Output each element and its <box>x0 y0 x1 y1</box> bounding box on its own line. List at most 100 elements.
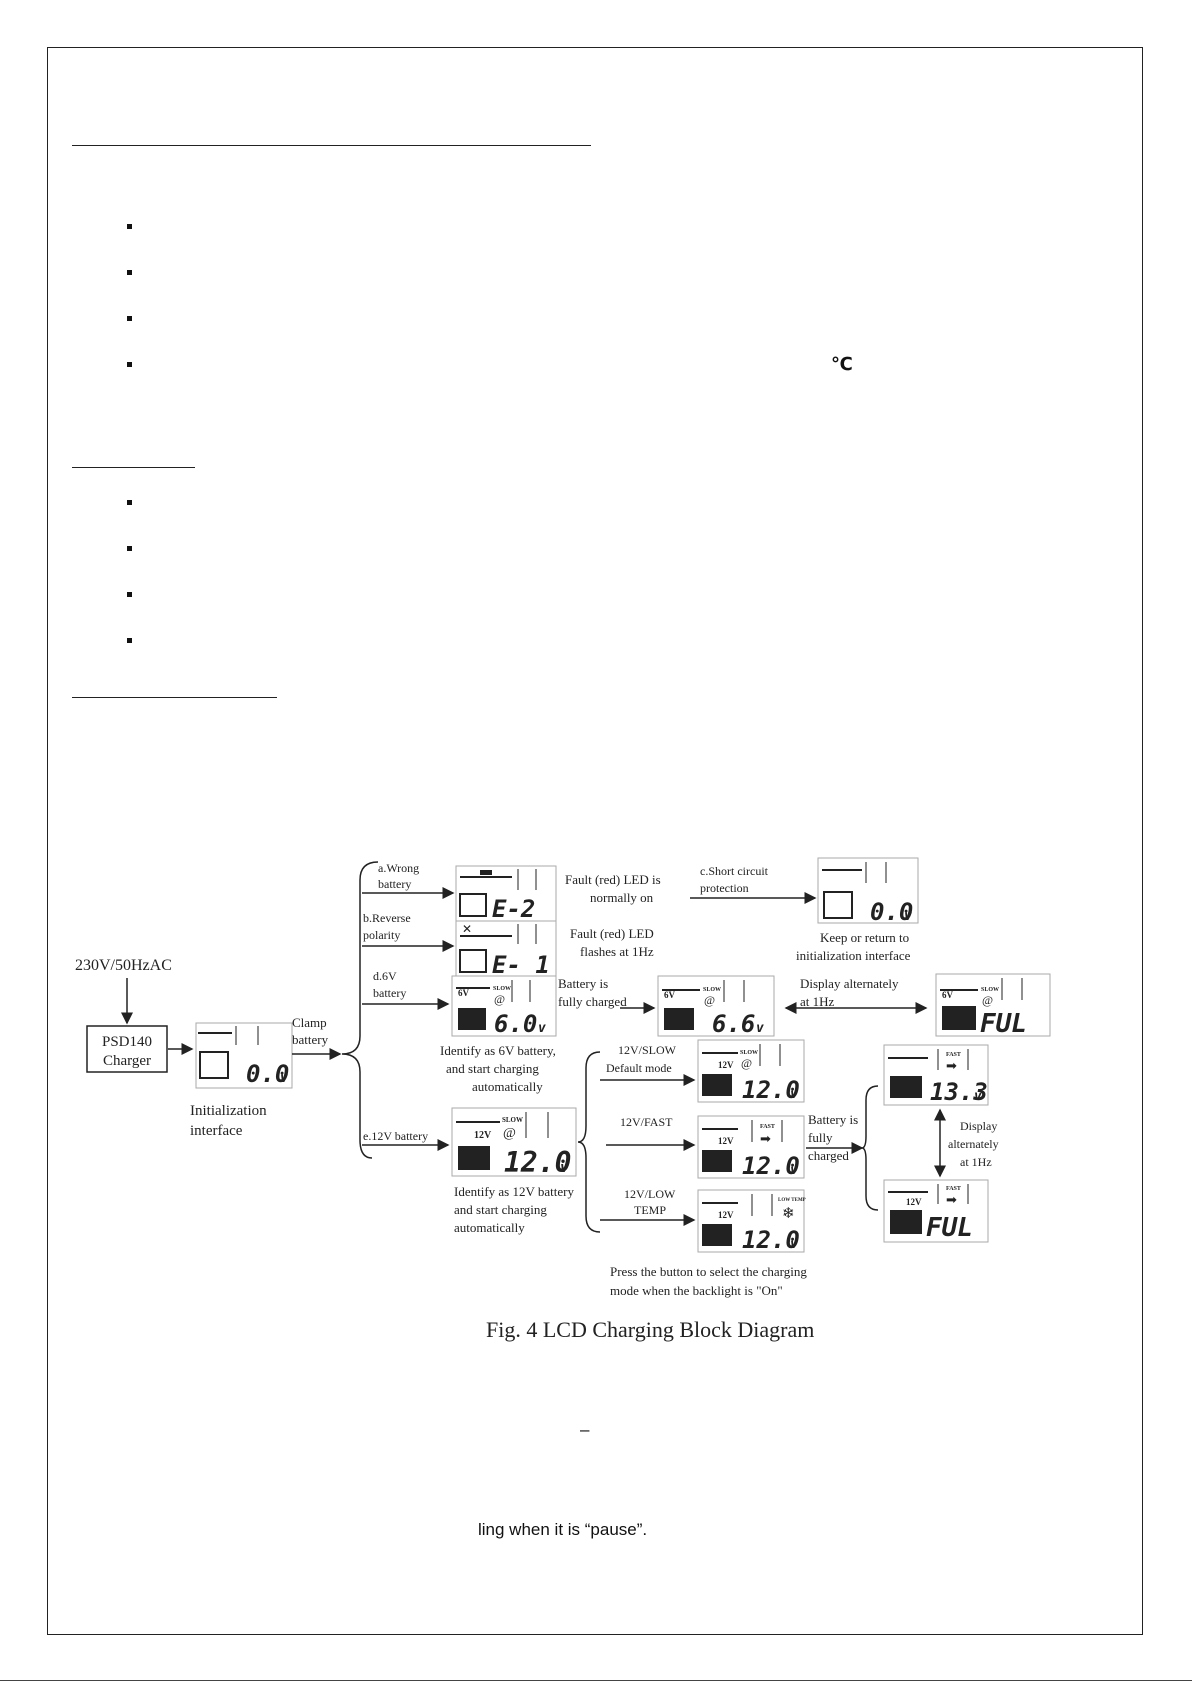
readout-12v-lowtemp: 12.0 <box>742 1226 800 1254</box>
snail-icon: @ <box>741 1056 752 1070</box>
ful-readout-6v: FUL <box>980 1009 1027 1039</box>
slow-label: SLOW <box>502 1116 523 1124</box>
rabbit-icon: ➡ <box>946 1192 957 1207</box>
tag-12v: 12V <box>474 1130 492 1141</box>
lcd-12v-full-voltage: FAST ➡ 13.3 v <box>883 1044 989 1106</box>
identify-12v-line1: Identify as 12V battery <box>454 1184 574 1199</box>
bullet-marker <box>127 500 132 505</box>
keep-return-line1: Keep or return to <box>820 930 909 945</box>
display-alt-line1: Display alternately <box>800 976 899 991</box>
tag-12v: 12V <box>718 1060 734 1070</box>
branch-b-line2: polarity <box>363 928 400 942</box>
snowflake-icon: ❄ <box>782 1206 795 1222</box>
lowtemp-label: LOW TEMP <box>778 1198 806 1203</box>
unit-v: v <box>790 1237 798 1252</box>
full-12v-line3: charged <box>808 1148 849 1163</box>
snail-icon: @ <box>982 993 993 1007</box>
tag-6v: 6V <box>458 988 470 998</box>
ful-readout-12v: FUL <box>926 1213 973 1243</box>
tag-6v: 6V <box>664 990 676 1000</box>
dash-fragment: – <box>580 1420 590 1439</box>
fault-on-line1: Fault (red) LED is <box>565 872 661 887</box>
mode-slow-line1: 12V/SLOW <box>618 1043 677 1057</box>
lcd-6v-full: 6V SLOW @ 6.6 v <box>657 975 775 1038</box>
page-frame <box>47 47 1143 1635</box>
short-circuit-readout: 0.0 <box>870 898 913 926</box>
reverse-x-icon: ✕ <box>462 922 472 936</box>
identify-12v-line2: and start charging <box>454 1202 547 1217</box>
press-button-line2: mode when the backlight is "On" <box>610 1283 783 1298</box>
lcd-6v-charging: 6V SLOW @ 6.0 v <box>451 975 557 1038</box>
tag-6v: 6V <box>942 990 954 1000</box>
fault-on-line2: normally on <box>590 890 654 905</box>
lcd-6v-ful: 6V SLOW @ FUL <box>935 973 1051 1039</box>
lcd-12v-slow: 12V SLOW @ 12.0 v <box>697 1039 805 1104</box>
error-e1-readout: E- 1 <box>492 951 550 979</box>
bullet-marker <box>127 546 132 551</box>
bullet-marker <box>127 638 132 643</box>
lcd-12v-ful: 12V FAST ➡ FUL <box>883 1179 989 1243</box>
init-label-line1: Initialization <box>190 1103 267 1119</box>
slow-label: SLOW <box>493 986 511 992</box>
power-input-label: 230V/50HzAC <box>75 957 172 974</box>
lcd-wrong-battery: E-2 <box>455 865 557 923</box>
section-rule-3 <box>72 697 277 698</box>
mode-low-line1: 12V/LOW <box>624 1187 676 1201</box>
unit-v: v <box>560 1160 569 1176</box>
footer-text-fragment: ling when it is “pause”. <box>478 1520 648 1539</box>
keep-return-line2: initialization interface <box>796 948 911 963</box>
clamp-label-line2: battery <box>292 1032 329 1047</box>
clamp-label-line1: Clamp <box>292 1015 327 1030</box>
unit-v: v <box>904 909 912 924</box>
readout-12v-slow: 12.0 <box>742 1076 800 1104</box>
tag-12v: 12V <box>906 1197 922 1207</box>
charger-box <box>86 1025 168 1073</box>
alt-12v-line3: at 1Hz <box>960 1155 992 1169</box>
rabbit-icon: ➡ <box>760 1131 771 1146</box>
tag-12v: 12V <box>718 1136 734 1146</box>
rabbit-icon: ➡ <box>946 1058 957 1073</box>
bullet-marker <box>127 316 132 321</box>
identify-12v-line3: automatically <box>454 1220 525 1235</box>
page-bottom-rule <box>0 1680 1192 1681</box>
bullet-marker <box>127 592 132 597</box>
full-12v-line1: Battery is <box>808 1112 858 1127</box>
full-6v-line1: Battery is <box>558 976 608 991</box>
snail-icon: @ <box>494 992 505 1006</box>
readout-6v-full: 6.6 <box>712 1010 755 1038</box>
snail-icon: @ <box>503 1126 516 1141</box>
readout-13v: 13.3 <box>930 1078 988 1106</box>
bullet-marker <box>127 362 132 367</box>
mode-slow-line2: Default mode <box>606 1061 672 1075</box>
lcd-charging-block-diagram: 230V/50HzAC PSD140 Charger 0.0 v Initial… <box>75 857 1051 1342</box>
fast-label: FAST <box>946 1052 961 1058</box>
branch-a-line2: battery <box>378 877 411 891</box>
charger-label-line2: Charger <box>103 1053 151 1069</box>
unit-v: v <box>974 1089 982 1104</box>
lcd-reverse-polarity: ✕ E- 1 <box>455 920 557 979</box>
unit-v: v <box>790 1087 798 1102</box>
identify-6v-line1: Identify as 6V battery, <box>440 1043 556 1058</box>
fast-label: FAST <box>946 1186 961 1192</box>
lcd-12v-lowtemp: 12V LOW TEMP ❄ 12.0 v <box>697 1189 806 1254</box>
init-label-line2: interface <box>190 1123 243 1139</box>
short-circuit-line1: c.Short circuit <box>700 864 769 878</box>
tag-12v: 12V <box>718 1210 734 1220</box>
figure-caption: Fig. 4 LCD Charging Block Diagram <box>486 1317 814 1342</box>
lcd-short-circuit: 0.0 v <box>817 857 919 926</box>
fast-label: FAST <box>760 1124 775 1130</box>
unit-v: v <box>790 1163 798 1178</box>
mode-fast-label: 12V/FAST <box>620 1115 673 1129</box>
branch-d-line2: battery <box>373 986 406 1000</box>
full-12v-line2: fully <box>808 1130 833 1145</box>
press-button-line1: Press the button to select the charging <box>610 1264 807 1279</box>
mode-low-line2: TEMP <box>634 1203 666 1217</box>
full-6v-line2: fully charged <box>558 994 627 1009</box>
fault-flash-line1: Fault (red) LED <box>570 926 654 941</box>
degree-c-symbol: ℃ <box>831 354 853 375</box>
unit-v: v <box>756 1021 764 1036</box>
branch-d-line1: d.6V <box>373 969 397 983</box>
slow-label: SLOW <box>740 1050 758 1056</box>
fault-flash-line2: flashes at 1Hz <box>580 944 654 959</box>
branch-b-line1: b.Reverse <box>363 911 411 925</box>
